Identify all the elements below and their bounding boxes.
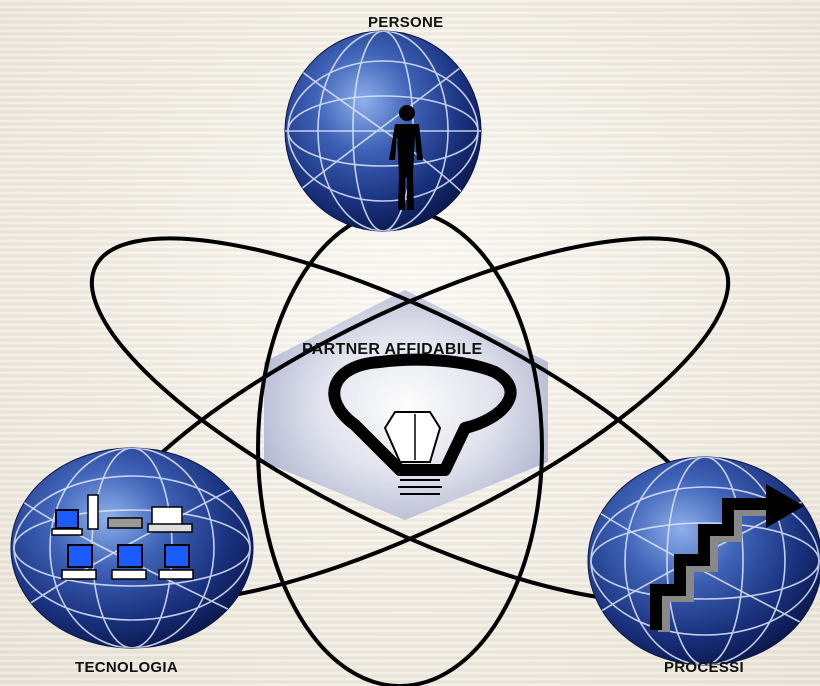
globe-persone [284,30,482,232]
computers-icon [51,494,194,580]
stairs-arrow-icon [650,484,804,632]
person-icon [389,105,423,210]
center-hexagon [264,290,548,520]
label-partner-affidabile: PARTNER AFFIDABILE [302,341,483,358]
label-processi: PROCESSI [664,659,744,676]
label-persone: PERSONE [368,14,444,31]
globe-tecnologia [10,447,254,649]
lightbulb-icon [328,353,517,495]
globe-processi [587,456,820,666]
label-tecnologia: TECNOLOGIA [75,659,178,676]
